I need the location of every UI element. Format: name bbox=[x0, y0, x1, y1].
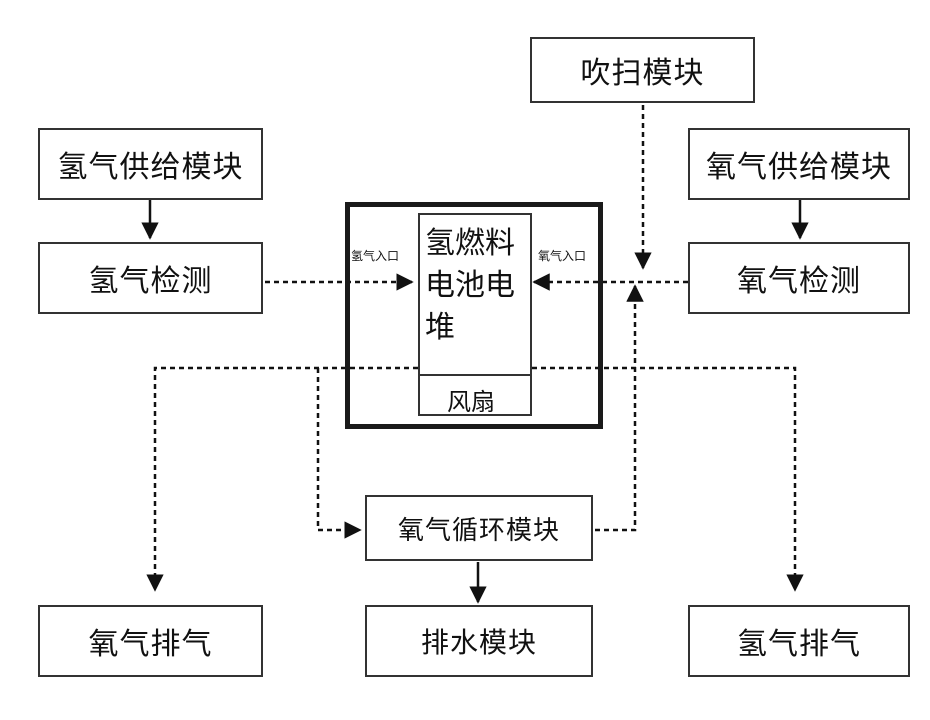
purge-module-label: 吹扫模块 bbox=[581, 48, 705, 92]
drain-module-label: 排水模块 bbox=[421, 621, 537, 661]
o2-inlet-label: 氧气入口 bbox=[538, 247, 586, 264]
o2-detect-box: 氧气检测 bbox=[688, 242, 910, 314]
purge-module-box: 吹扫模块 bbox=[530, 37, 755, 103]
o2-circulation-label: 氧气循环模块 bbox=[398, 510, 560, 547]
h2-detect-box: 氢气检测 bbox=[38, 242, 263, 314]
fan-label: 风扇 bbox=[447, 382, 495, 417]
o2-circulation-box: 氧气循环模块 bbox=[365, 495, 593, 561]
h2-supply-box: 氢气供给模块 bbox=[38, 128, 263, 200]
h2-exhaust-label: 氢气排气 bbox=[737, 619, 861, 663]
o2-exhaust-label: 氧气排气 bbox=[89, 619, 213, 663]
stack-title-line1: 氢燃料 bbox=[425, 224, 515, 264]
h2-exhaust-box: 氢气排气 bbox=[688, 605, 910, 677]
o2-detect-label: 氧气检测 bbox=[737, 256, 861, 300]
stack-title-line3: 堆 bbox=[425, 308, 455, 348]
h2-inlet-label: 氢气入口 bbox=[351, 247, 399, 264]
drain-module-box: 排水模块 bbox=[365, 605, 593, 677]
o2-supply-box: 氧气供给模块 bbox=[688, 128, 910, 200]
fan-divider bbox=[418, 374, 532, 376]
stack-title-line2: 电池电 bbox=[425, 266, 515, 306]
h2-supply-label: 氢气供给模块 bbox=[58, 142, 244, 186]
o2-exhaust-box: 氧气排气 bbox=[38, 605, 263, 677]
h2-detect-label: 氢气检测 bbox=[89, 256, 213, 300]
o2-supply-label: 氧气供给模块 bbox=[706, 142, 892, 186]
